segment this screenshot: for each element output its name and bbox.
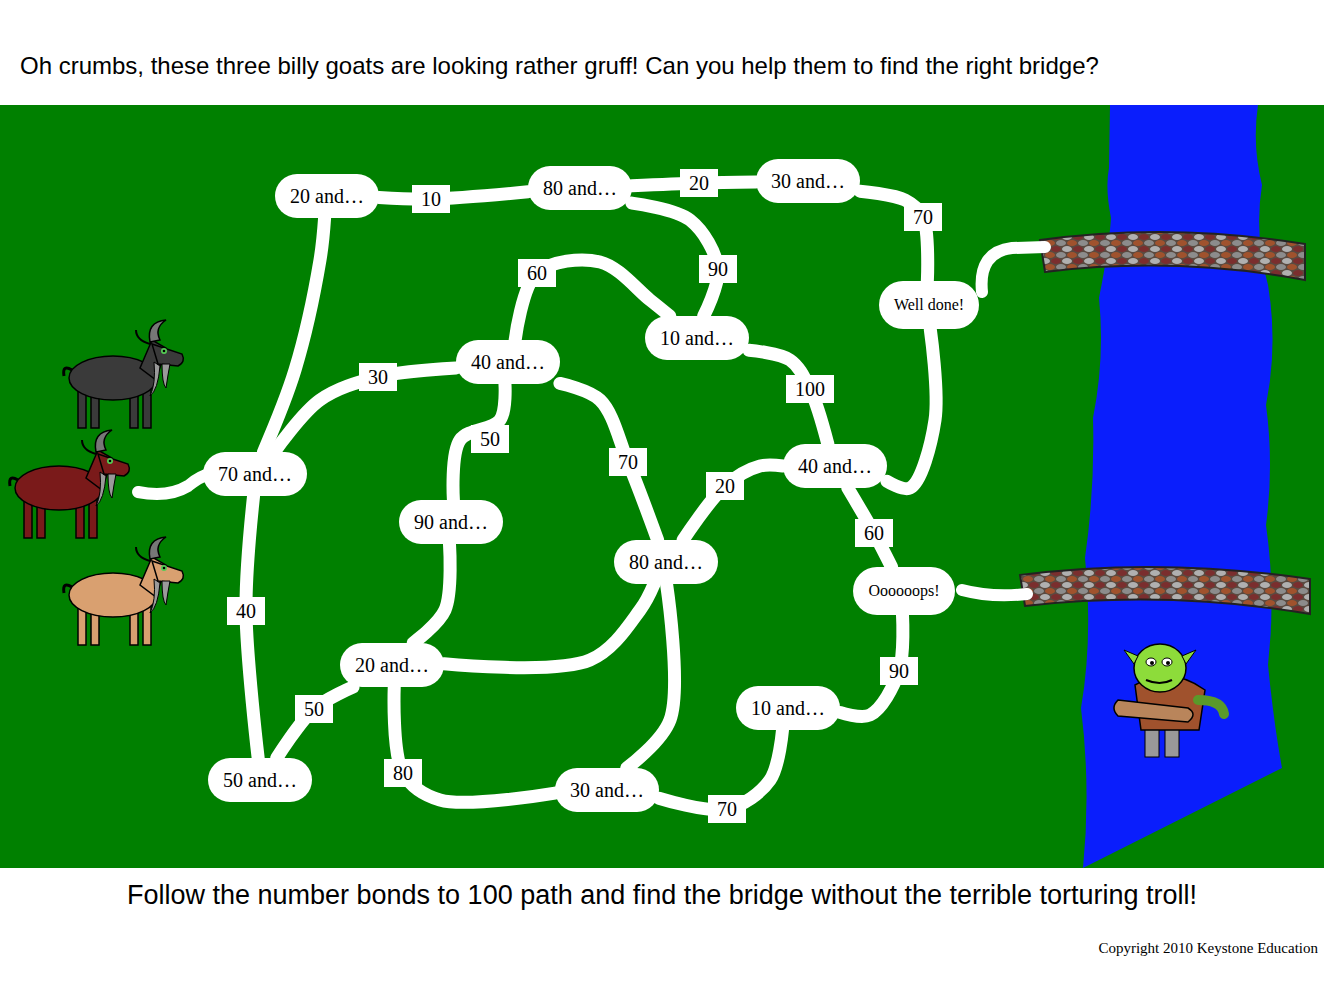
stop-text: 10 and… [660,327,734,350]
stop-text: 40 and… [798,455,872,478]
stop-text: Well done! [894,296,964,314]
path-road [444,584,654,668]
path-stop: Well done! [879,281,979,329]
troll [1114,644,1224,757]
path-stop: 30 and… [555,768,659,812]
number-box: 30 [359,363,397,391]
river [1081,105,1282,868]
path-stop: 40 and… [456,340,560,384]
path-road [263,218,324,452]
start-path [138,474,210,494]
path-road [379,192,528,199]
path-road [627,584,675,768]
tan-goat [64,537,184,645]
grass [0,105,1324,868]
number-box: 90 [699,255,737,283]
stop-text: 20 and… [290,185,364,208]
path-stop: 30 and… [756,159,860,203]
path-road [683,465,783,540]
troll-bridge [1020,567,1310,614]
stop-text: 40 and… [471,351,545,374]
red-goat [10,430,130,538]
number-box: 20 [706,472,744,500]
number-box: 50 [295,695,333,723]
number-box: 10 [412,185,450,213]
path-stop: 10 and… [645,316,749,360]
stop-text: 90 and… [414,511,488,534]
copyright-note: Copyright 2010 Keystone Education [1098,940,1318,957]
stop-text: 50 and… [223,769,297,792]
path-road [277,687,353,758]
path-stop: Oooooops! [853,567,954,615]
path-stop: 80 and… [614,540,718,584]
path-stop: 90 and… [399,500,503,544]
path-stop: 10 and… [736,686,840,730]
stop-text: 30 and… [771,170,845,193]
bridge-path [982,247,1045,292]
number-box: 60 [518,259,556,287]
bridge-path [962,590,1027,595]
path-road [246,496,258,758]
stop-text: 30 and… [570,779,644,802]
number-box: 20 [680,169,718,197]
stop-text: 80 and… [543,177,617,200]
path-road [560,383,658,540]
number-box: 70 [708,795,746,823]
stop-text: 10 and… [751,697,825,720]
number-box: 90 [880,657,918,685]
title: Oh crumbs, these three billy goats are l… [20,52,1099,80]
number-box: 100 [786,375,834,403]
number-box: 70 [904,203,942,231]
path-stop: 50 and… [208,758,312,802]
number-box: 50 [471,425,509,453]
path-stop: 80 and… [528,166,632,210]
path-road [887,329,936,489]
path-stop: 70 and… [203,452,307,496]
stop-text: 80 and… [629,551,703,574]
path-stop: 20 and… [340,643,444,687]
number-box: 60 [855,519,893,547]
path-stop: 20 and… [275,174,379,218]
number-box: 80 [384,759,422,787]
safe-bridge [1040,232,1305,280]
number-box: 40 [227,597,265,625]
caption: Follow the number bonds to 100 path and … [127,880,1197,911]
path-road [413,544,450,643]
path-stop: 40 and… [783,444,887,488]
stop-text: Oooooops! [868,582,939,600]
stop-text: 20 and… [355,654,429,677]
number-box: 70 [609,448,647,476]
black-goat [64,320,184,428]
stop-text: 70 and… [218,463,292,486]
